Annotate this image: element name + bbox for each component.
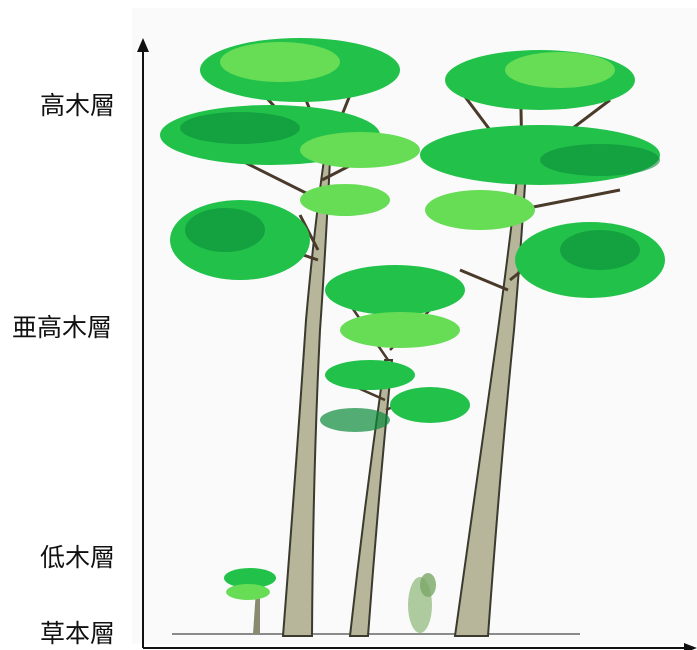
foliage — [300, 132, 420, 168]
foliage — [220, 42, 340, 82]
foliage — [540, 144, 660, 176]
foliage — [425, 190, 535, 230]
x-axis-arrow-icon — [684, 643, 697, 650]
foliage — [325, 360, 415, 390]
foliage — [390, 387, 470, 423]
foliage — [420, 573, 436, 597]
foliage — [340, 312, 460, 348]
foliage — [320, 408, 390, 432]
foliage — [226, 584, 270, 600]
foliage — [185, 208, 265, 252]
foliage — [325, 265, 465, 315]
foliage — [505, 52, 615, 88]
foliage — [560, 230, 640, 270]
foliage — [180, 112, 300, 144]
foliage — [300, 184, 390, 216]
